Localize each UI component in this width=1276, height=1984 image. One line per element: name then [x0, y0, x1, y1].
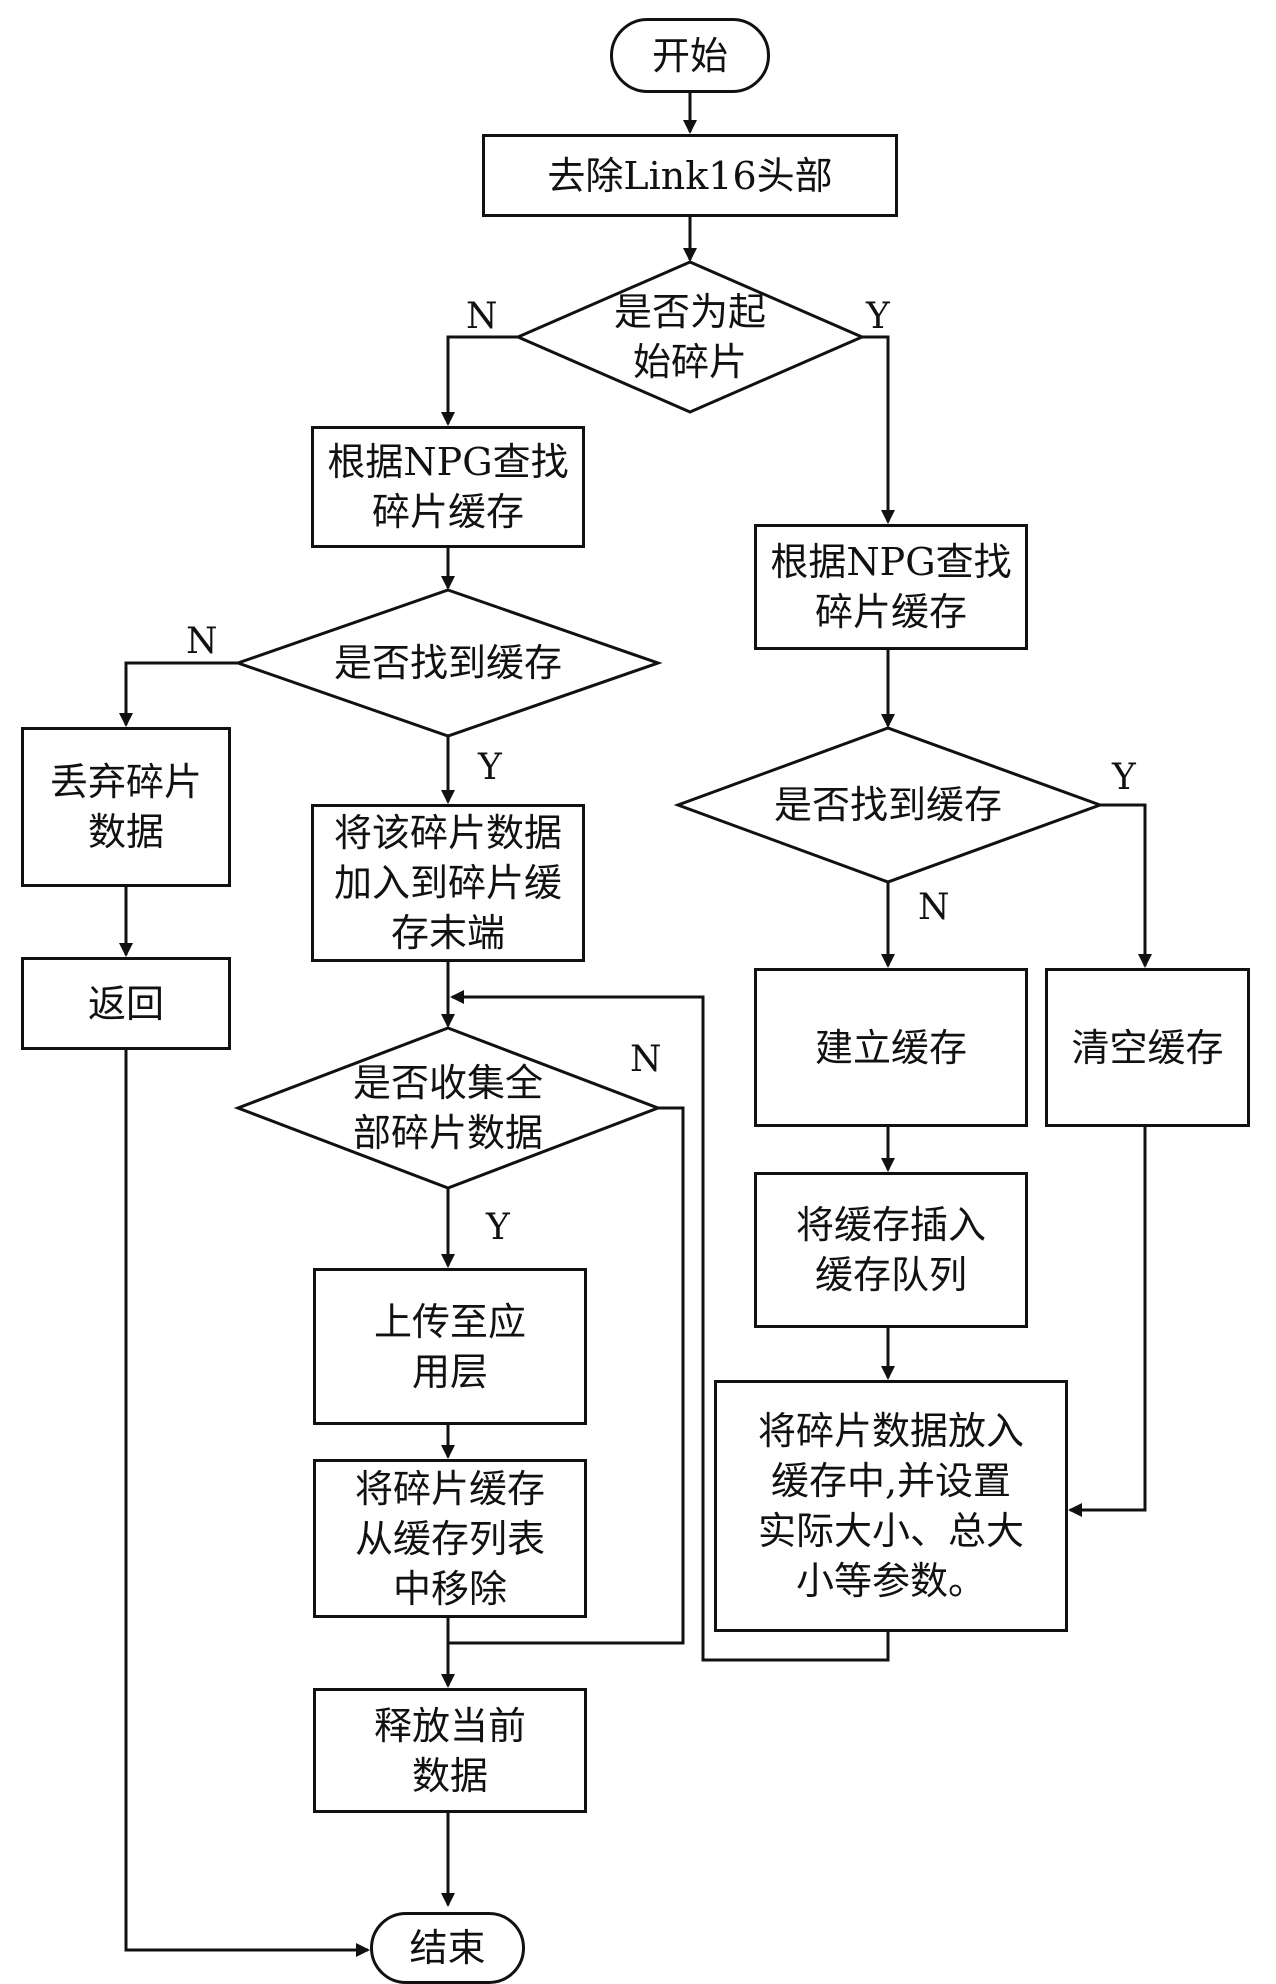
- arrow-put-to-left: [450, 990, 890, 1662]
- put-data-box: 将碎片数据放入 缓存中,并设置 实际大小、总大 小等参数。: [714, 1380, 1068, 1632]
- remove-from-list-box: 将碎片缓存 从缓存列表 中移除: [313, 1459, 587, 1618]
- end-node: 结束: [370, 1912, 525, 1984]
- arrow-collected-no: [448, 1106, 685, 1645]
- decision-all-collected: 是否收集全 部碎片数据: [352, 1061, 543, 1155]
- release-box: 释放当前 数据: [313, 1688, 587, 1813]
- remove-header-box: 去除Link16头部: [482, 134, 898, 217]
- label-first-no: N: [466, 296, 498, 337]
- label-first-yes: Y: [866, 296, 890, 337]
- right-lookup-cache-box: 根据NPG查找 碎片缓存: [754, 524, 1028, 650]
- decision-found-cache-right: 是否找到缓存: [773, 783, 1002, 827]
- label-found-left-no: N: [186, 621, 218, 662]
- arrow-first-yes: [862, 335, 895, 524]
- return-box: 返回: [21, 957, 231, 1050]
- label-found-right-yes: Y: [1112, 757, 1136, 798]
- label-collected-yes: Y: [486, 1207, 510, 1248]
- clear-cache-box: 清空缓存: [1045, 968, 1250, 1127]
- discard-box: 丢弃碎片 数据: [21, 727, 231, 887]
- arrow-clear-to-put: [1068, 1127, 1147, 1517]
- left-lookup-cache-box: 根据NPG查找 碎片缓存: [311, 426, 585, 548]
- decision-found-cache-left: 是否找到缓存: [333, 641, 562, 685]
- start-node: 开始: [610, 18, 770, 93]
- decision-first-fragment: 是否为起 始碎片: [613, 290, 766, 384]
- arrow-first-no: [441, 335, 518, 426]
- arrow-found-right-yes: [1100, 803, 1152, 968]
- insert-queue-box: 将缓存插入 缓存队列: [754, 1172, 1028, 1328]
- arrow-found-left-no: [119, 661, 238, 727]
- label-collected-no: N: [630, 1039, 662, 1080]
- create-cache-box: 建立缓存: [754, 968, 1028, 1127]
- arrow-return-to-end: [124, 1050, 370, 1957]
- upload-box: 上传至应 用层: [313, 1268, 587, 1425]
- decision-first-fragment-shape: [514, 260, 866, 414]
- label-found-right-no: N: [918, 887, 950, 928]
- label-found-left-yes: Y: [478, 747, 502, 788]
- append-box: 将该碎片数据 加入到碎片缓 存末端: [311, 804, 585, 962]
